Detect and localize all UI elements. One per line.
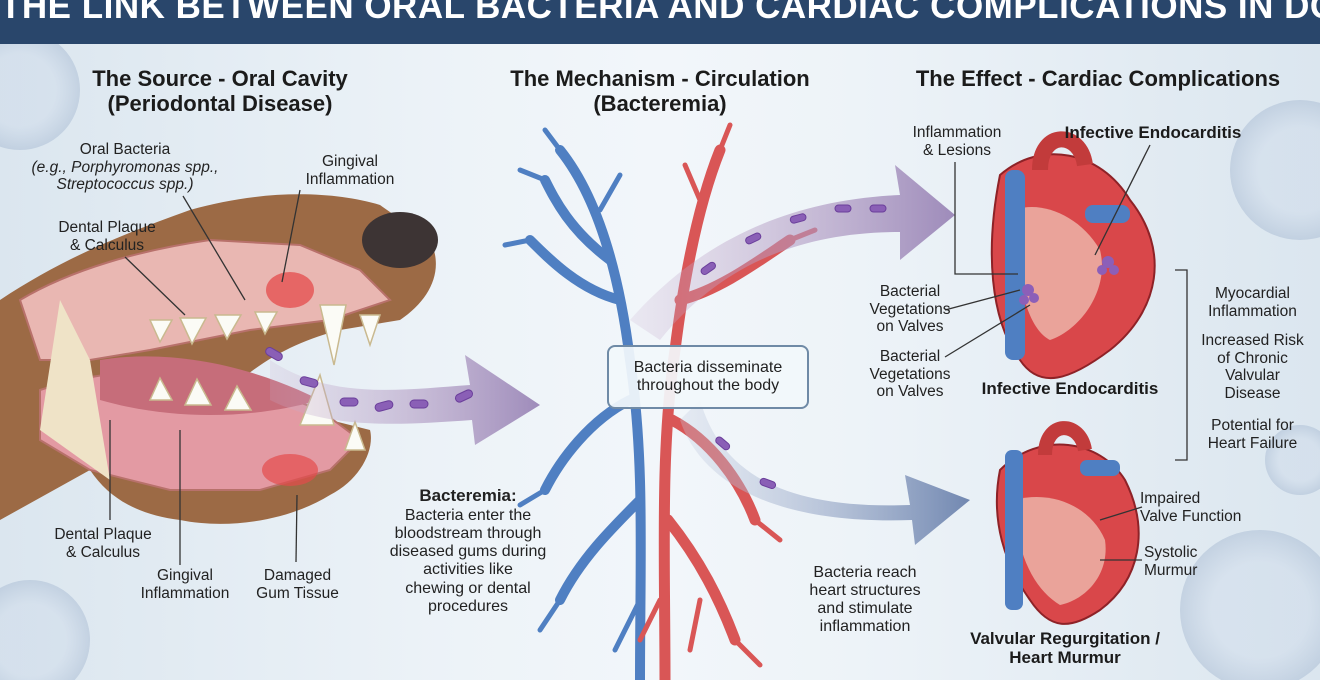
- risk-line1: Increased Risk: [1201, 332, 1304, 349]
- callout-line1: Bacteria disseminate: [633, 358, 783, 376]
- dental-plaque-bottom-label: Dental Plaque & Calculus: [38, 526, 168, 561]
- risk-line4: Disease: [1224, 384, 1281, 402]
- oral-bacteria-line3: Streptococcus spp.): [56, 176, 194, 193]
- bacteria-reach-heart-label: Bacteria reach heart structures and stim…: [785, 564, 945, 636]
- dog-head-illustration: [0, 194, 438, 524]
- plaque-bottom-line2: & Calculus: [65, 543, 141, 561]
- mechanism-heading: The Mechanism - Circulation (Bacteremia): [490, 66, 830, 117]
- mechanism-heading-line2: (Bacteremia): [593, 91, 727, 117]
- bacteremia-line3: diseased gums during: [389, 543, 547, 561]
- background-cells: [0, 30, 1320, 680]
- damaged-line1: Damaged: [263, 567, 332, 584]
- risk-line3: Valvular: [1225, 367, 1280, 384]
- reach-line1: Bacteria reach: [813, 564, 917, 581]
- systolic-murmur-label: Systolic Murmur: [1144, 544, 1234, 579]
- bacterial-vegetations-label-1: Bacterial Vegetations on Valves: [855, 283, 965, 336]
- heart-failure-label: Potential for Heart Failure: [1190, 417, 1315, 452]
- gingival-inflammation-top-label: Gingival Inflammation: [280, 153, 420, 188]
- oral-bacteria-line2: (e.g., Porphyromonas spp.,: [31, 158, 219, 176]
- fail-line2: Heart Failure: [1207, 434, 1298, 452]
- veg1-line2: Vegetations: [869, 300, 951, 318]
- fail-line1: Potential for: [1211, 417, 1294, 434]
- mechanism-heading-line1: The Mechanism - Circulation: [510, 66, 810, 91]
- impaired-valve-function-label: Impaired Valve Function: [1140, 490, 1265, 525]
- reach-line3: and stimulate: [817, 600, 913, 618]
- bacterial-vegetations-label-2: Bacterial Vegetations on Valves: [855, 348, 965, 401]
- source-heading-line1: The Source - Oral Cavity: [92, 66, 348, 91]
- bacteremia-line4: activities like: [423, 561, 513, 579]
- bacteremia-title: Bacteremia:: [419, 486, 517, 505]
- gingival-top-line2: Inflammation: [305, 170, 395, 188]
- regurg-line2: Heart Murmur: [1009, 648, 1121, 668]
- veg1-line1: Bacterial: [879, 283, 941, 300]
- bacteremia-line2: bloodstream through: [394, 525, 542, 543]
- impaired-line2: Valve Function: [1140, 507, 1242, 525]
- gingival-bottom-line1: Gingival: [157, 567, 213, 584]
- title-bar: THE LINK BETWEEN ORAL BACTERIA AND CARDI…: [0, 0, 1320, 44]
- veg2-line1: Bacterial: [879, 348, 941, 365]
- veg2-line3: on Valves: [876, 383, 944, 400]
- oral-bacteria-label: Oral Bacteria (e.g., Porphyromonas spp.,…: [20, 141, 230, 194]
- bacteremia-line6: procedures: [427, 597, 509, 615]
- arrow-blood-to-heart-bottom: [680, 400, 970, 545]
- oral-bacteria-line1: Oral Bacteria: [79, 141, 171, 158]
- source-heading-line2: (Periodontal Disease): [107, 91, 333, 117]
- reach-line4: inflammation: [819, 618, 911, 636]
- heart-endocarditis-illustration: [990, 131, 1156, 379]
- valvular-regurgitation-label: Valvular Regurgitation / Heart Murmur: [950, 629, 1180, 667]
- myo-line2: Inflammation: [1208, 302, 1297, 320]
- reach-line2: heart structures: [809, 582, 921, 600]
- damaged-gum-tissue-label: Damaged Gum Tissue: [245, 567, 350, 602]
- veg1-line3: on Valves: [876, 318, 944, 335]
- infective-endocarditis-top-label: Infective Endocarditis: [1064, 123, 1242, 142]
- veg2-line2: Vegetations: [869, 365, 951, 383]
- arrow-blood-to-heart-top: [630, 165, 955, 340]
- infective-endocarditis-mid-label: Infective Endocarditis: [981, 379, 1159, 398]
- systolic-line2: Murmur: [1144, 561, 1198, 579]
- increased-risk-label: Increased Risk of Chronic Valvular Disea…: [1190, 332, 1315, 402]
- dissemination-callout: Bacteria disseminate throughout the body: [607, 345, 809, 409]
- gingival-bottom-line2: Inflammation: [140, 584, 230, 602]
- plaque-top-line2: & Calculus: [69, 236, 145, 254]
- plaque-bottom-line1: Dental Plaque: [54, 526, 152, 543]
- inflammation-line2: & Lesions: [922, 141, 992, 159]
- source-heading: The Source - Oral Cavity (Periodontal Di…: [55, 66, 385, 117]
- page-title: THE LINK BETWEEN ORAL BACTERIA AND CARDI…: [0, 0, 1320, 26]
- dental-plaque-top-label: Dental Plaque & Calculus: [42, 219, 172, 254]
- inflammation-lesions-label: Inflammation & Lesions: [892, 124, 1022, 159]
- bacteremia-line1: Bacteria enter the: [404, 507, 532, 525]
- arrow-mouth-to-blood: [265, 347, 540, 445]
- heart-regurgitation-illustration: [995, 421, 1140, 625]
- systolic-line1: Systolic: [1144, 544, 1198, 561]
- damaged-line2: Gum Tissue: [256, 584, 339, 602]
- myocardial-inflammation-label: Myocardial Inflammation: [1190, 285, 1315, 320]
- myo-line1: Myocardial: [1215, 285, 1290, 302]
- bacteremia-description: Bacteremia: Bacteria enter the bloodstre…: [368, 486, 568, 616]
- plaque-top-line1: Dental Plaque: [58, 219, 156, 236]
- regurg-line1: Valvular Regurgitation /: [970, 629, 1160, 648]
- leader-lines: [109, 144, 1188, 565]
- bacteremia-line5: chewing or dental: [405, 579, 531, 597]
- gingival-inflammation-bottom-label: Gingival Inflammation: [125, 567, 245, 602]
- gingival-top-line1: Gingival: [322, 153, 378, 170]
- effect-heading: The Effect - Cardiac Complications: [915, 66, 1281, 91]
- callout-line2: throughout the body: [636, 377, 780, 394]
- inflammation-line1: Inflammation: [912, 124, 1002, 141]
- impaired-line1: Impaired: [1140, 490, 1201, 507]
- risk-line2: of Chronic: [1217, 349, 1288, 367]
